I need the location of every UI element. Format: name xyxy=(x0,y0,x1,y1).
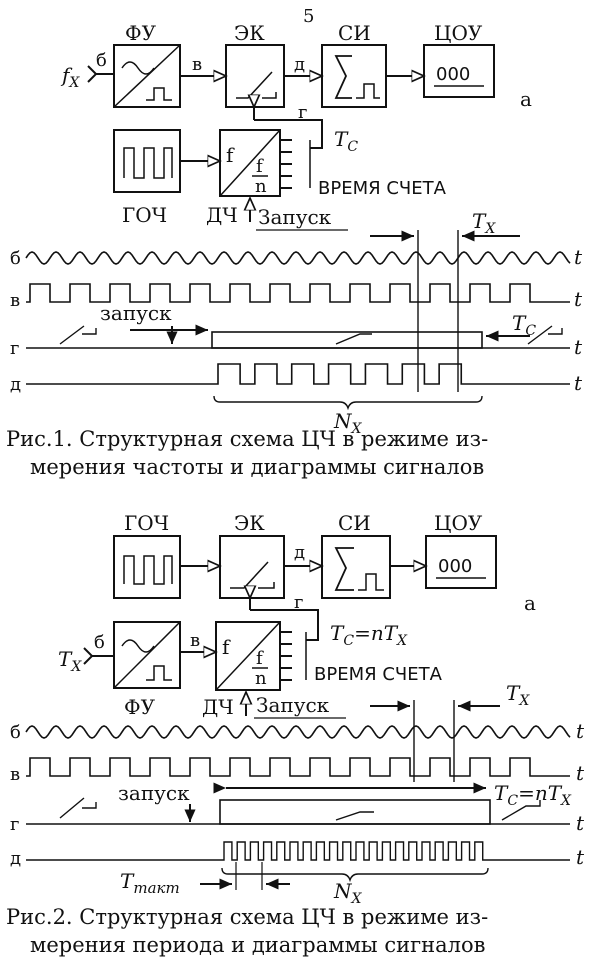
fig2-nx-label: NX xyxy=(333,879,363,907)
fig2-start-label: Запуск xyxy=(256,693,330,717)
fig1-goch-label: ГОЧ xyxy=(122,203,167,227)
fig2-cou-label: ЦОУ xyxy=(434,511,483,535)
fig2-wave-d xyxy=(26,841,570,861)
fig2-caption-line2: мерения периода и диаграммы сигналов xyxy=(30,933,485,957)
fig1-nx-brace xyxy=(213,395,483,411)
fig1-node-b: б xyxy=(96,50,107,71)
fig2-wave-label-b: б xyxy=(10,722,21,743)
fig2-tc-wave: TC=nTX xyxy=(494,781,572,809)
fig1-fu-sine-icon xyxy=(121,61,155,75)
fig2-label-a: а xyxy=(524,591,536,615)
fig2-si-sum-icon xyxy=(334,547,354,591)
fig1-caption-line1: Рис.1. Структурная схема ЦЧ в режиме из- xyxy=(6,427,488,451)
fig2-wave-label-d: д xyxy=(10,848,21,869)
fig2-ttakt-label: Tтакт xyxy=(120,869,180,897)
fig2-div-f: f xyxy=(222,635,231,659)
fig2-fu-label: ФУ xyxy=(124,695,156,719)
fig2: ГОЧ ЭК д СИ ЦОУ 000 а г TC=nTX TX б ФУ xyxy=(10,511,585,907)
fig1-wave-label-d: д xyxy=(10,374,21,395)
fig1-ek-label: ЭК xyxy=(234,21,265,45)
fig2-input-label: TX xyxy=(58,647,82,675)
fig1-node-d: д xyxy=(294,54,305,75)
fig2-wave-t-g: t xyxy=(576,811,585,835)
fig1-si-sum-icon xyxy=(334,55,352,99)
fig1-div-f: f xyxy=(226,143,235,167)
fig1-wave-t-b: t xyxy=(574,245,583,269)
fig2-goch-label: ГОЧ xyxy=(124,511,169,535)
fig1-nx-label: NX xyxy=(333,409,363,437)
fig2-node-v: в xyxy=(190,630,200,651)
fig1-input-chevron xyxy=(87,65,98,83)
fig2-si-label: СИ xyxy=(338,511,371,535)
fig1-tc-label: TC xyxy=(334,127,358,155)
fig1-si-label: СИ xyxy=(338,21,371,45)
fig1-wave-label-g: г xyxy=(10,338,19,359)
fig1-wave-label-b: б xyxy=(10,248,21,269)
fig2-gate-pulse xyxy=(219,799,491,825)
fig2-wave-t-d: t xyxy=(576,845,585,869)
fig1-tc-wave: TC xyxy=(512,311,536,339)
fig1-cou-display: 000 xyxy=(436,64,470,85)
fig2-node-d: д xyxy=(294,542,305,563)
fig2-cou-display: 000 xyxy=(438,556,472,577)
fig1-node-g: г xyxy=(298,102,307,123)
fig2-count-time: ВРЕМЯ СЧЕТА xyxy=(314,664,443,685)
fig1-start-label: Запуск xyxy=(258,205,332,229)
fig2-wave-v xyxy=(26,757,570,777)
fig2-cou-block xyxy=(425,535,497,589)
fig1-goch-pulse-icon xyxy=(123,147,173,179)
fig1-wave-t-d: t xyxy=(574,371,583,395)
fig1-node-v: в xyxy=(192,54,202,75)
fig1-tx-label: TX xyxy=(472,209,496,237)
fig2-start-lower: запуск xyxy=(118,781,190,805)
fig1-fu-pulse-icon xyxy=(146,87,172,101)
fig1-wave-b xyxy=(25,251,571,265)
fig2-ek-switch-icon xyxy=(230,561,275,589)
fig1-wave-t-g: t xyxy=(574,335,583,359)
fig1-fu-label: ФУ xyxy=(125,21,157,45)
fig2-fu-block xyxy=(113,621,181,689)
fig2-wave-t-b: t xyxy=(576,719,585,743)
fig1-wave-v xyxy=(26,283,570,303)
fig2-goch-pulse-icon xyxy=(123,555,173,585)
fig2-tx-label: TX xyxy=(506,681,530,709)
fig1-div-fn-top: f xyxy=(256,156,264,177)
fig1-cou-block xyxy=(423,44,495,98)
fig2-node-b: б xyxy=(94,632,105,653)
fig1-label-a: а xyxy=(520,87,532,111)
fig1-wave-t-v: t xyxy=(574,287,583,311)
fig2-node-g: г xyxy=(294,592,303,613)
page-number: 5 xyxy=(303,6,314,27)
fig1-wire-g-return xyxy=(254,119,323,149)
fig2-div-fn-top: f xyxy=(256,648,264,669)
fig1-input-label: fX xyxy=(60,63,80,91)
fig2-tc-formula: TC=nTX xyxy=(330,621,408,649)
fig1-wave-d xyxy=(26,363,570,385)
fig1-count-time: ВРЕМЯ СЧЕТА xyxy=(318,178,447,199)
fig1-ek-switch-icon xyxy=(236,71,277,99)
fig2-wave-b xyxy=(25,725,571,739)
fig2-caption-line1: Рис.2. Структурная схема ЦЧ в режиме из- xyxy=(6,905,488,929)
fig1-wave-label-v: в xyxy=(10,290,20,311)
fig2-si-block xyxy=(321,535,391,599)
fig2-wave-label-g: г xyxy=(10,814,19,835)
fig1: 5 fX б ФУ в ЭК д СИ ЦОУ 000 а xyxy=(10,6,583,437)
fig2-ek-label: ЭК xyxy=(234,511,265,535)
fig2-fu-sine-icon xyxy=(121,639,155,653)
fig1-dch-label: ДЧ xyxy=(206,203,238,227)
fig2-div-fn-bottom: n xyxy=(255,668,267,689)
fig1-cou-label: ЦОУ xyxy=(434,21,483,45)
fig1-start-lower: запуск xyxy=(100,301,172,325)
fig2-dch-label: ДЧ xyxy=(202,695,234,719)
fig1-caption-line2: мерения частоты и диаграммы сигналов xyxy=(30,455,484,479)
fig1-div-fn-bottom: n xyxy=(255,176,267,197)
fig1-gate-pulse xyxy=(211,331,483,349)
fig2-nx-brace xyxy=(221,867,489,883)
fig2-wave-t-v: t xyxy=(576,761,585,785)
fig2-wave-label-v: в xyxy=(10,764,20,785)
